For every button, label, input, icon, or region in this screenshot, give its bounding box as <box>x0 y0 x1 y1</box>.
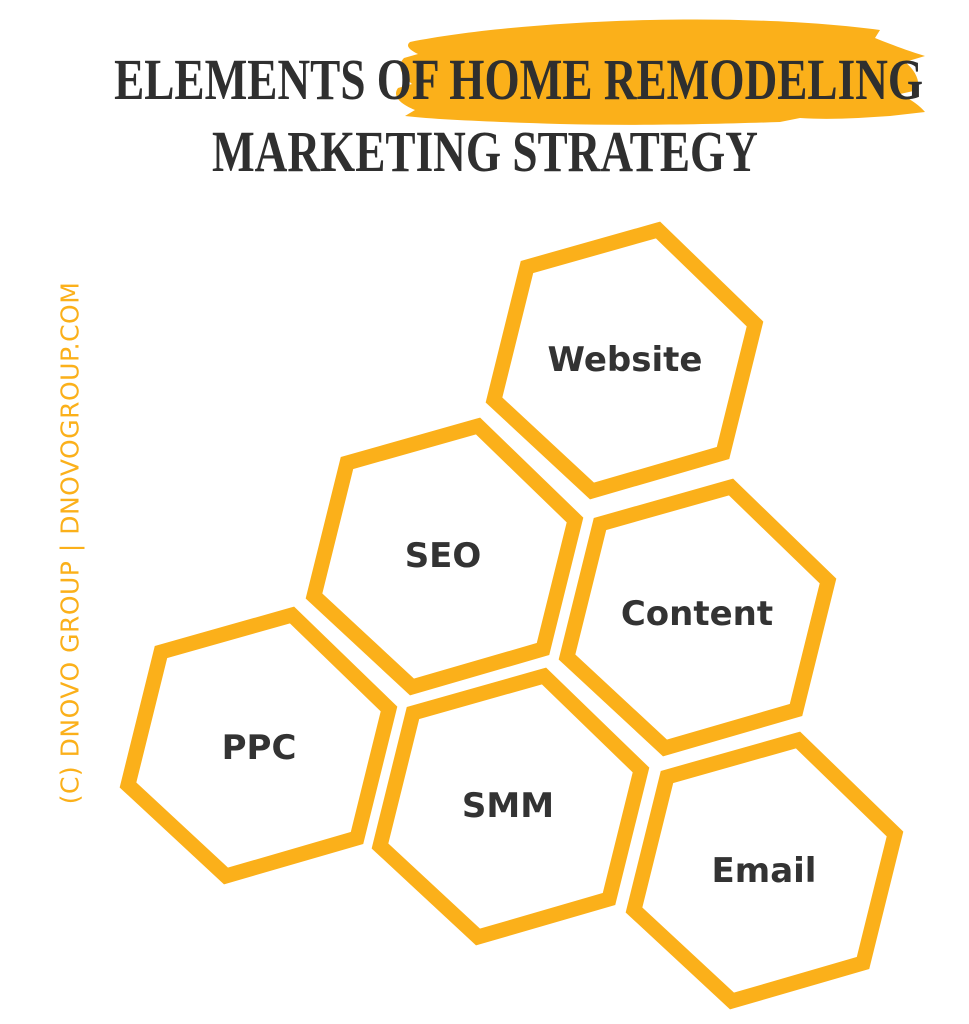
hex-label-seo: SEO <box>404 536 482 576</box>
hexagon-content <box>558 478 837 757</box>
title-line-2: MARKETING STRATEGY <box>0 118 969 185</box>
hex-label-content: Content <box>620 594 774 634</box>
hex-label-ppc: PPC <box>221 728 297 768</box>
hexagon-ppc <box>119 606 398 885</box>
hexagon-email <box>625 731 904 1010</box>
title-prefix: ELEMENTS OF <box>114 47 450 112</box>
hexagon-seo <box>305 417 584 696</box>
brush-stroke-highlight <box>395 19 925 125</box>
hex-label-smm: SMM <box>461 786 555 826</box>
hex-label-website: Website <box>547 340 703 380</box>
title-line-1: ELEMENTS OF HOME REMODELING <box>0 46 969 113</box>
hexagon-website <box>485 221 764 500</box>
copyright-credit: (C) DNOVO GROUP | DNOVOGROUP.COM <box>55 281 85 805</box>
hexagon-smm <box>371 667 650 946</box>
title-highlight: HOME REMODELING <box>449 47 924 112</box>
title-line-2-text: MARKETING STRATEGY <box>211 119 758 184</box>
hex-label-email: Email <box>711 851 817 891</box>
